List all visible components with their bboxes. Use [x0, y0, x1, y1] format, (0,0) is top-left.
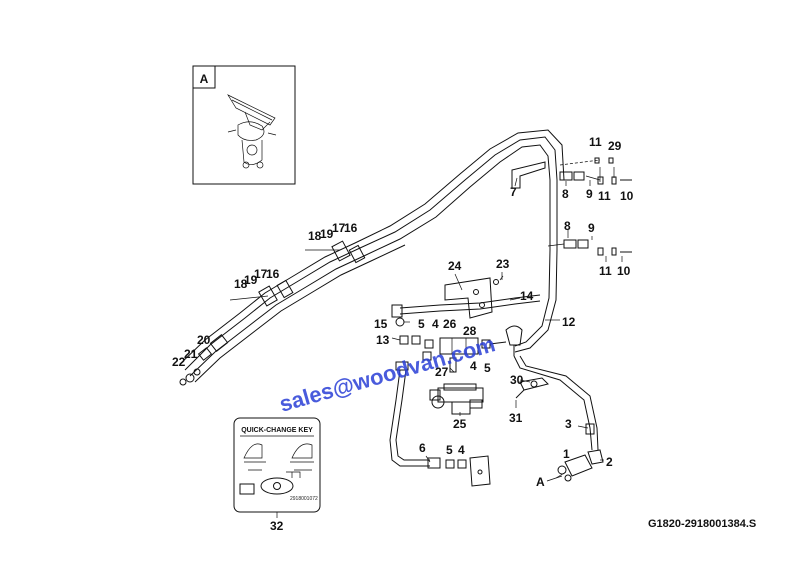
callout-32: 32 — [270, 519, 284, 533]
callout-23: 23 — [496, 257, 510, 271]
drawing-code: G1820-2918001384.S — [648, 518, 756, 530]
callout-18b: 18 — [234, 277, 248, 291]
callout-7: 7 — [510, 185, 517, 199]
detail-label: A — [200, 72, 209, 86]
callout-21: 21 — [184, 347, 198, 361]
valve-block — [395, 317, 523, 373]
callout-3: 3 — [565, 417, 572, 431]
solenoid-valve — [429, 383, 484, 415]
key-card-title: QUICK-CHANGE KEY — [241, 427, 313, 434]
callout-17b: 17 — [254, 267, 268, 281]
callout-11a: 11 — [589, 135, 602, 149]
callout-17a: 17 — [332, 221, 346, 235]
callout-19b: 19 — [244, 273, 258, 287]
callout-a: A — [536, 475, 545, 489]
callout-22: 22 — [172, 355, 186, 369]
callout-16b: 16 — [266, 267, 280, 281]
hose-3 — [513, 355, 604, 482]
callout-5b: 5 — [484, 361, 491, 375]
hose-6 — [389, 361, 491, 487]
callout-9a: 9 — [586, 187, 593, 201]
main-hose-pair — [179, 129, 565, 383]
callout-4c: 4 — [458, 443, 465, 457]
callout-19a: 19 — [320, 227, 334, 241]
callout-31: 31 — [509, 411, 523, 425]
callout-16a: 16 — [344, 221, 358, 235]
mounting-plate — [444, 275, 504, 319]
callout-12: 12 — [562, 315, 576, 329]
callout-14: 14 — [520, 289, 534, 303]
key-card-part-number: 2918001072 — [290, 496, 318, 502]
callout-8a: 8 — [562, 187, 569, 201]
detail-view-a: A — [192, 65, 296, 185]
quick-change-key-card: QUICK-CHANGE KEY 2918001072 — [233, 417, 321, 518]
callout-10b: 10 — [617, 264, 631, 278]
callout-27: 27 — [435, 365, 449, 379]
callout-28: 28 — [463, 324, 477, 338]
hose-clamps-left — [179, 240, 366, 386]
leader-lines — [391, 167, 623, 479]
callout-5a: 5 — [418, 317, 425, 331]
callout-10a: 10 — [620, 189, 634, 203]
callout-20: 20 — [197, 333, 211, 347]
callout-24: 24 — [448, 259, 462, 273]
hose-14 — [391, 294, 541, 318]
callout-6: 6 — [419, 441, 426, 455]
right-brackets — [511, 157, 632, 256]
callout-2: 2 — [606, 455, 613, 469]
callout-4b: 4 — [470, 359, 477, 373]
callout-15: 15 — [374, 317, 388, 331]
callout-13: 13 — [376, 333, 390, 347]
callout-29: 29 — [608, 139, 622, 153]
callout-9b: 9 — [588, 221, 595, 235]
callout-8b: 8 — [564, 219, 571, 233]
callout-11c: 11 — [599, 264, 612, 278]
callout-labels: 1 2 3 4 4 4 5 5 5 6 7 8 8 9 9 10 10 11 1… — [172, 135, 634, 533]
callout-11b: 11 — [598, 189, 611, 203]
callout-5c: 5 — [446, 443, 453, 457]
callout-25: 25 — [453, 417, 467, 431]
callout-26: 26 — [443, 317, 457, 331]
callout-4a: 4 — [432, 317, 439, 331]
callout-18a: 18 — [308, 229, 322, 243]
callout-30: 30 — [510, 373, 524, 387]
callout-1: 1 — [563, 447, 570, 461]
